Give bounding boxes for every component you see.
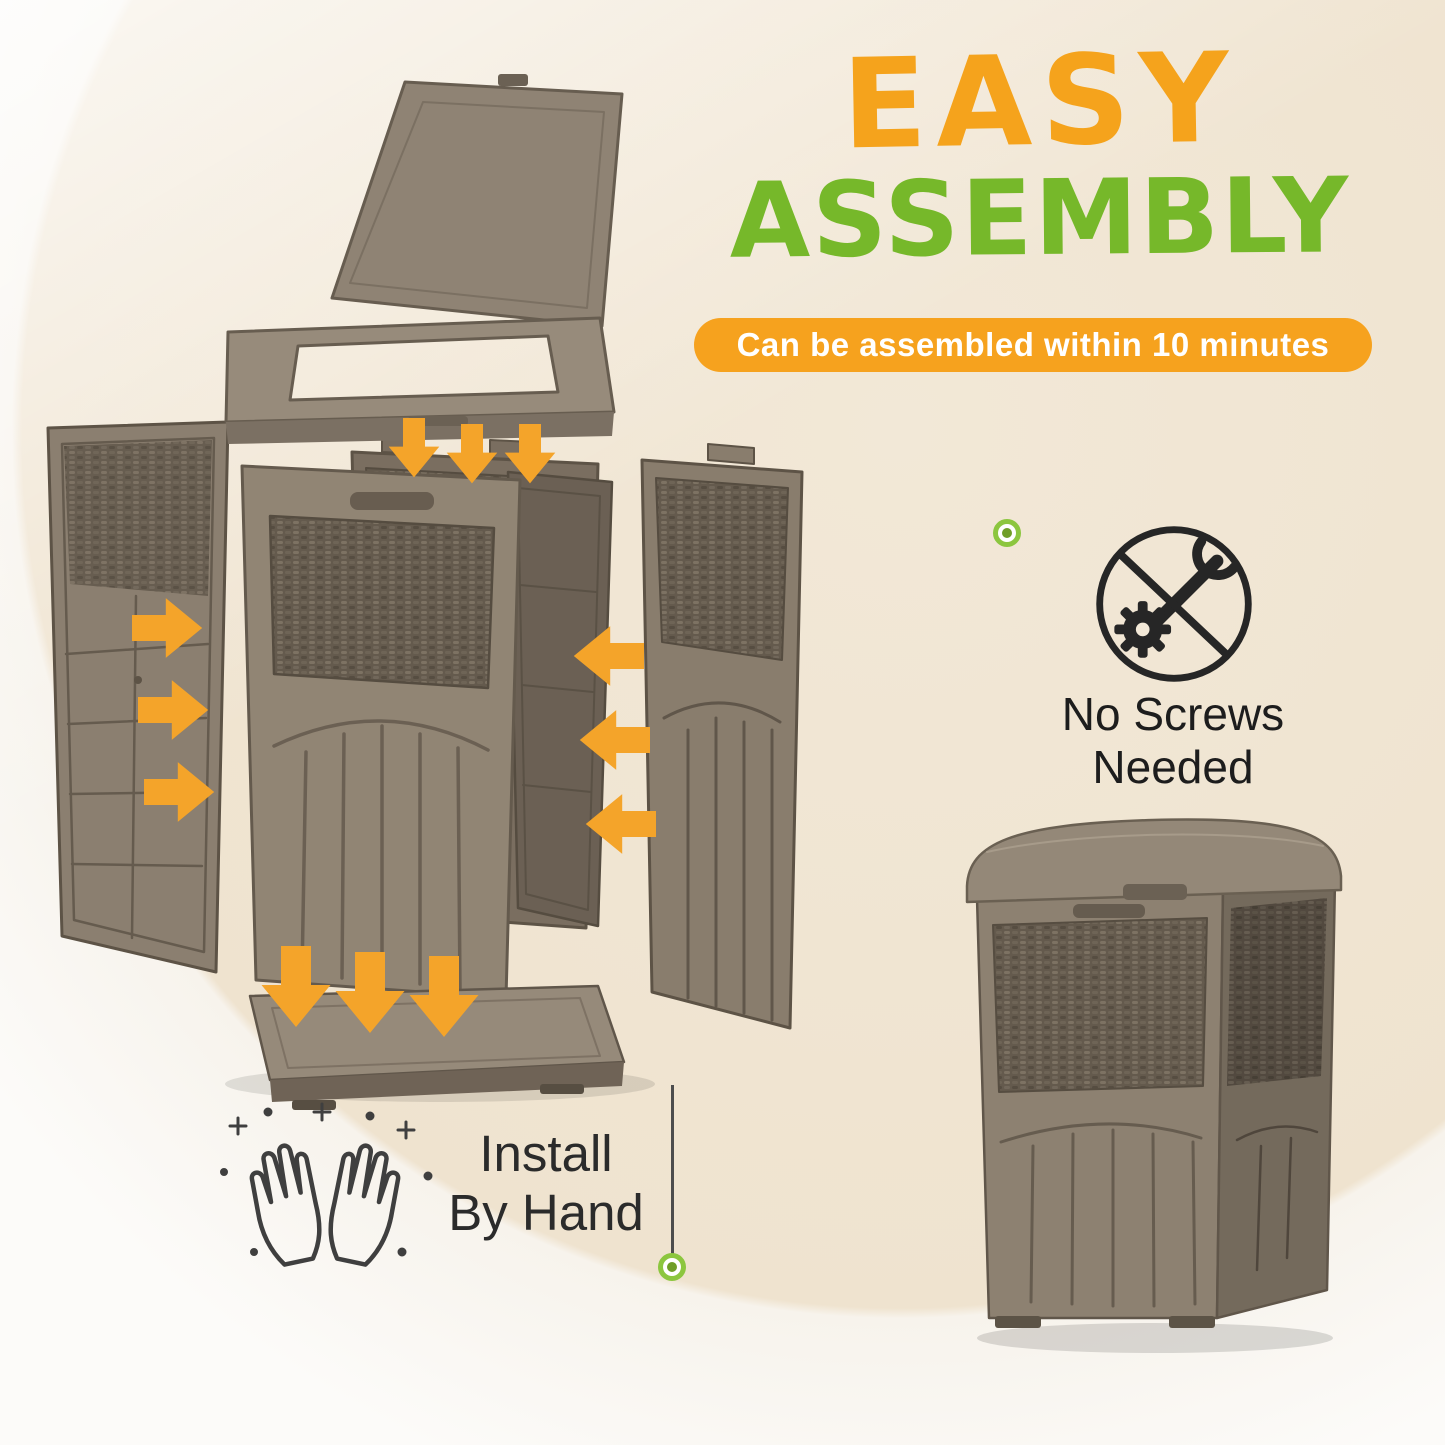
front-panel-part <box>240 464 522 1000</box>
connector-dot-top <box>993 519 1021 547</box>
exploded-assembly-svg <box>46 74 804 1110</box>
assembly-arrows-down-top <box>388 418 556 484</box>
base-part <box>248 984 626 1110</box>
prohibition-slash-icon <box>1117 551 1229 657</box>
connector-dot-bottom <box>658 1253 686 1281</box>
no-screws-callout: No Screws Needed <box>1003 688 1343 795</box>
left-hand-icon <box>249 1143 322 1267</box>
no-screws-icon <box>1086 516 1262 692</box>
gear-wrench-crossed-icon <box>1096 526 1252 682</box>
lid-part <box>224 74 624 444</box>
install-line2: By Hand <box>448 1184 644 1242</box>
assembled-trash-can-svg <box>965 818 1343 1353</box>
gear-icon <box>1114 601 1172 658</box>
side-panel-inner-part <box>506 470 614 928</box>
no-screws-line1: No Screws <box>1061 688 1285 740</box>
connector-line <box>671 1085 674 1255</box>
install-by-hand-icon <box>210 1100 440 1290</box>
exploded-assembly-illustration <box>20 40 860 1140</box>
no-screws-line2: Needed <box>1092 741 1254 794</box>
assembly-time-banner-text: Can be assembled within 10 minutes <box>736 326 1330 363</box>
sparkles-icon <box>220 1102 433 1257</box>
right-side-panel-part <box>640 443 804 1030</box>
can-lid <box>965 818 1343 904</box>
assembly-time-banner: Can be assembled within 10 minutes <box>694 318 1372 372</box>
clapping-hands-icon <box>220 1102 433 1267</box>
assembled-product-illustration <box>955 790 1355 1360</box>
assembly-arrows-down-bottom <box>261 946 479 1037</box>
rattan-mesh-panel <box>992 917 1208 1093</box>
install-by-hand-callout: Install By Hand <box>396 1124 696 1242</box>
right-hand-icon <box>328 1143 401 1267</box>
install-line1: Install <box>479 1125 613 1182</box>
